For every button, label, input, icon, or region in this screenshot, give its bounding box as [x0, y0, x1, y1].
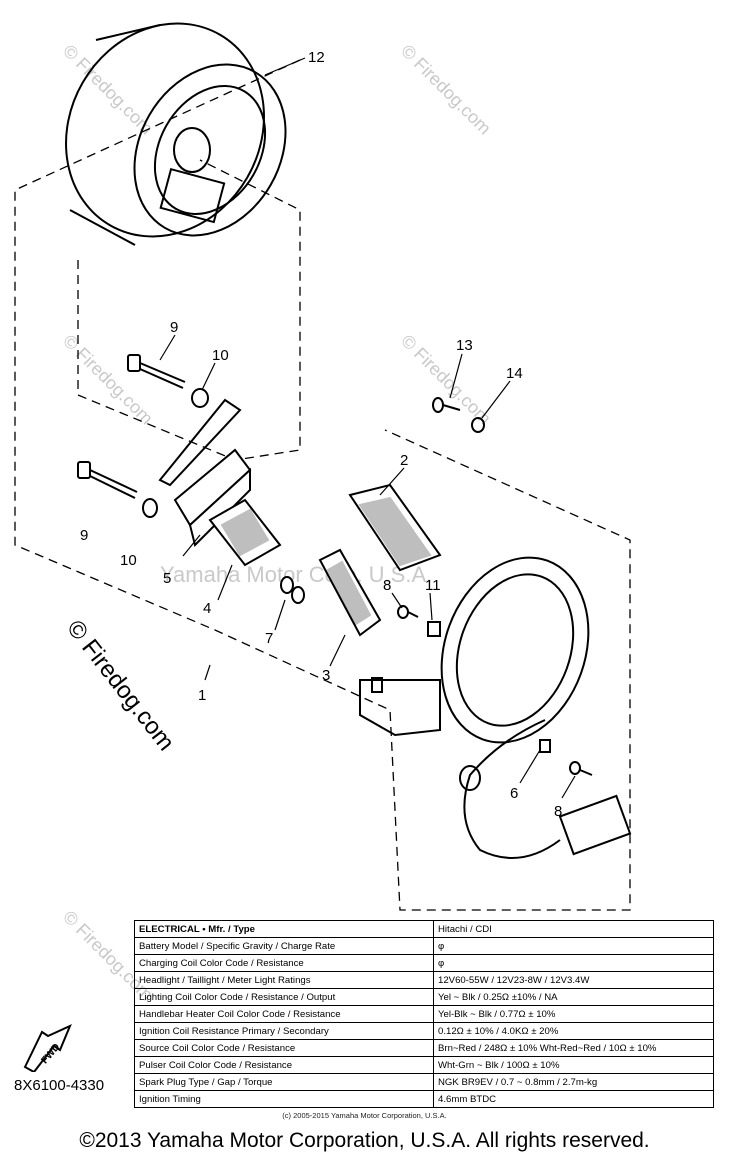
spec-label: Spark Plug Type / Gap / Torque: [134, 1073, 434, 1091]
spec-label: Headlight / Taillight / Meter Light Rati…: [134, 971, 434, 989]
washer-14: [471, 417, 485, 433]
callout-8: 8: [554, 803, 562, 820]
spec-label: Lighting Coil Color Code / Resistance / …: [134, 988, 434, 1006]
spec-value: 0.12Ω ± 10% / 4.0KΩ ± 20%: [433, 1022, 714, 1040]
spacer-7: [280, 576, 305, 604]
watermark-firedog: © Firedog.com: [59, 41, 157, 139]
assembly-outline: [14, 59, 631, 911]
callout-9: 9: [170, 319, 178, 336]
coil-4: [208, 498, 282, 567]
spec-value: 12V60-55W / 12V23-8W / 12V3.4W: [433, 971, 714, 989]
watermark-yamaha: Yamaha Motor Corp. U.S.A.: [160, 562, 432, 587]
callout-4: 4: [203, 600, 211, 617]
callout-12: 12: [308, 49, 325, 66]
spec-value: NGK BR9EV / 0.7 ~ 0.8mm / 2.7m-kg: [433, 1073, 714, 1091]
part-number: 8X6100-4330: [14, 1077, 105, 1094]
spec-row: Headlight / Taillight / Meter Light Rati…: [134, 971, 714, 989]
spec-value: Wht-Grn ~ Blk / 100Ω ± 10%: [433, 1056, 714, 1074]
callout-3: 3: [322, 667, 330, 684]
leader-lines: [159, 57, 576, 799]
spec-label: ELECTRICAL • Mfr. / Type: [134, 920, 434, 938]
watermark-firedog: © Firedog.com: [59, 331, 157, 429]
watermark-firedog: © Firedog.com: [397, 41, 495, 139]
spec-row: Lighting Coil Color Code / Resistance / …: [134, 988, 714, 1006]
screw-8: [397, 605, 593, 776]
spec-label: Charging Coil Color Code / Resistance: [134, 954, 434, 972]
screw-13: [432, 397, 461, 413]
spec-label: Handlebar Heater Coil Color Code / Resis…: [134, 1005, 434, 1023]
spec-value: Yel ~ Blk / 0.25Ω ±10% / NA: [433, 988, 714, 1006]
callout-6: 6: [510, 785, 518, 802]
coil-5: [173, 448, 252, 547]
spec-value: Hitachi / CDI: [433, 920, 714, 938]
flywheel-12: [65, 22, 287, 246]
spec-value: φ: [433, 937, 714, 955]
callout-10: 10: [212, 347, 229, 364]
copyright: ©2013 Yamaha Motor Corporation, U.S.A. A…: [79, 1129, 650, 1152]
spec-value: φ: [433, 954, 714, 972]
spec-value: Yel-Blk ~ Blk / 0.77Ω ± 10%: [433, 1005, 714, 1023]
spec-value: Brn~Red / 248Ω ± 10% Wht-Red~Red / 10Ω ±…: [433, 1039, 714, 1057]
spec-label: Source Coil Color Code / Resistance: [134, 1039, 434, 1057]
callout-2: 2: [400, 452, 408, 469]
watermark-firedog: © Firedog.com: [397, 331, 495, 429]
callout-11: 11: [425, 577, 441, 594]
stator-base-1: [359, 556, 632, 859]
callout-8: 8: [383, 577, 391, 594]
spec-label: Pulser Coil Color Code / Resistance: [134, 1056, 434, 1074]
mounting-plate: [158, 398, 242, 487]
callouts: 12 9 10 13 14 2 9 10 5 4 7 8 11 3 1 6 8: [80, 49, 562, 820]
coil-3: [318, 548, 382, 637]
callout-14: 14: [506, 365, 523, 382]
spec-row: Ignition Coil Resistance Primary / Secon…: [134, 1022, 714, 1040]
spec-value: 4.6mm BTDC: [433, 1090, 714, 1108]
spec-row: Handlebar Heater Coil Color Code / Resis…: [134, 1005, 714, 1023]
watermark-firedog-large: © Firedog.com: [61, 615, 179, 756]
callout-13: 13: [456, 337, 473, 354]
spec-label: Ignition Timing: [134, 1090, 434, 1108]
washer-10: [142, 388, 209, 518]
callout-5: 5: [163, 570, 171, 587]
watermarks: © Firedog.com © Firedog.com © Firedog.co…: [59, 41, 495, 1005]
coil-2: [348, 483, 442, 572]
callout-9: 9: [80, 527, 88, 544]
spec-label: Ignition Coil Resistance Primary / Secon…: [134, 1022, 434, 1040]
callout-1: 1: [198, 687, 206, 704]
bolt-9: [77, 354, 186, 499]
small-copyright: (c) 2005-2015 Yamaha Motor Corporation, …: [282, 1111, 447, 1120]
clip-11: [427, 621, 441, 637]
spec-row: Battery Model / Specific Gravity / Charg…: [134, 937, 714, 955]
connector-block: [558, 794, 632, 856]
fwd-arrow: FWD: [20, 1022, 80, 1077]
callout-7: 7: [265, 630, 273, 647]
spec-label: Battery Model / Specific Gravity / Charg…: [134, 937, 434, 955]
callout-10: 10: [120, 552, 137, 569]
